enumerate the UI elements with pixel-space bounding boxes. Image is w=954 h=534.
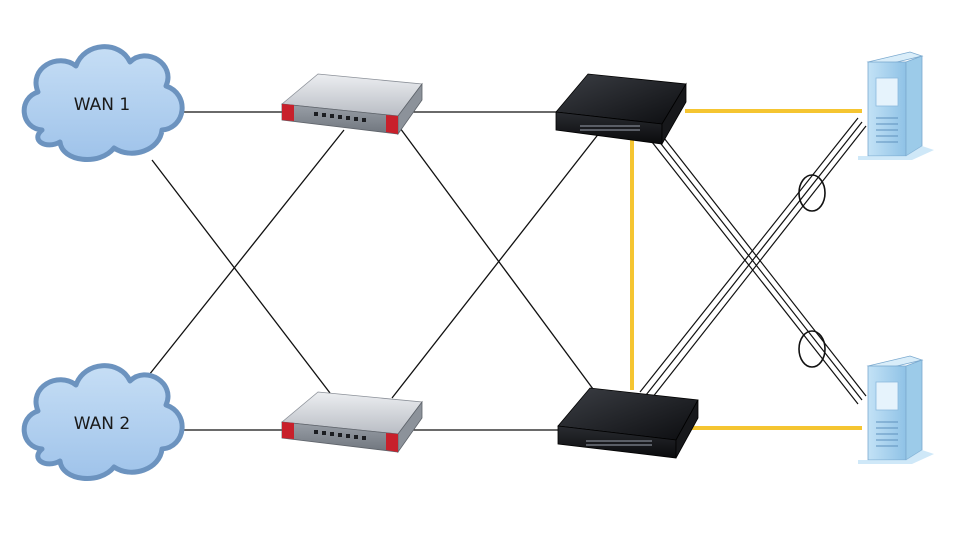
lag-ellipse-bottom <box>798 330 826 368</box>
bundle-sw1-server2 <box>651 137 867 405</box>
switch-bottom <box>557 387 699 459</box>
links <box>144 109 867 431</box>
server-bottom <box>858 355 934 464</box>
link-fw2-sw1 <box>391 131 601 399</box>
lag-ellipse-top <box>798 174 826 212</box>
link-wan1-fw2 <box>151 159 331 394</box>
link-fw1-sw2 <box>399 127 597 394</box>
bundle-sw2-server1 <box>639 117 867 399</box>
cloud-wan1-label: WAN 1 <box>74 95 130 115</box>
cloud-wan2-label: WAN 2 <box>74 414 130 434</box>
firewall-bottom <box>281 391 423 454</box>
server-top <box>858 51 934 160</box>
cloud-wan2: WAN 2 <box>21 363 185 481</box>
firewall-top <box>281 73 423 136</box>
cloud-wan1: WAN 1 <box>21 44 185 162</box>
switch-top <box>555 73 687 146</box>
link-wan2-fw1 <box>144 129 345 381</box>
